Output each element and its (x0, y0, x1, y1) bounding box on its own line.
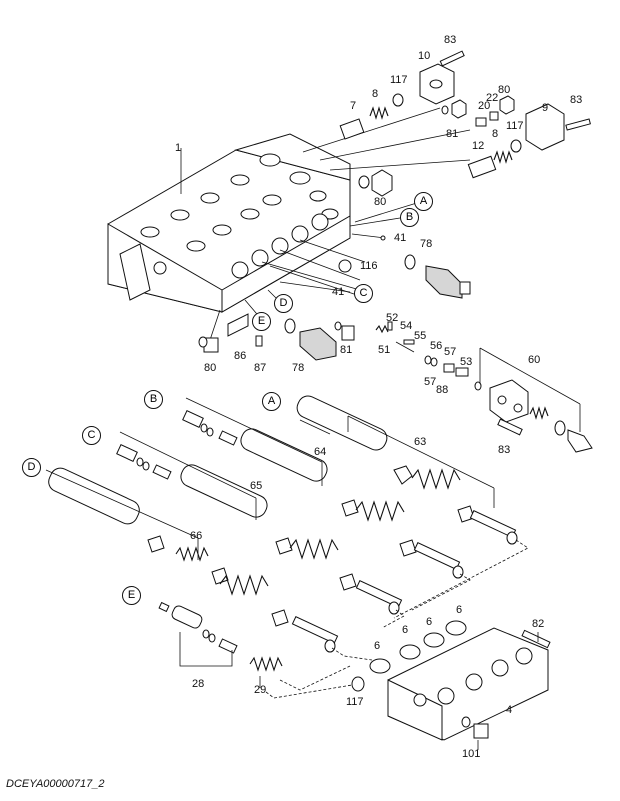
main-valve-housing (107, 133, 366, 313)
label-part-6-b: 6 (426, 616, 433, 628)
label-part-12: 12 (472, 140, 485, 152)
label-part-4: 4 (506, 704, 513, 716)
label-part-83-right: 83 (570, 94, 583, 106)
label-part-60: 60 (528, 354, 541, 366)
callout-e-lower: E (122, 586, 141, 605)
label-part-9: 9 (542, 102, 549, 114)
label-part-101: 101 (462, 748, 481, 760)
label-part-52: 52 (386, 312, 399, 324)
label-part-83-top: 83 (444, 34, 457, 46)
callout-a-lower: A (262, 392, 281, 411)
label-part-51: 51 (378, 344, 391, 356)
callout-c-lower: C (82, 426, 101, 445)
callout-b-upper: B (400, 208, 419, 227)
label-part-8-right: 8 (492, 128, 499, 140)
label-part-41-lower: 41 (332, 286, 345, 298)
label-part-116: 116 (360, 260, 378, 272)
label-part-20: 20 (478, 100, 491, 112)
label-part-10: 10 (418, 50, 431, 62)
label-part-81-lower: 81 (340, 344, 353, 356)
valve-60-assembly (474, 347, 593, 453)
spool-assembly-a (296, 395, 518, 545)
label-part-6-a: 6 (402, 624, 409, 636)
label-part-78-right: 78 (420, 238, 433, 250)
relief-valve-78-right (338, 235, 471, 299)
sleeve-assembly-e (158, 601, 283, 688)
label-part-27: 57 (444, 346, 457, 358)
callout-c-upper: C (354, 284, 373, 303)
top-parts (339, 50, 591, 197)
label-part-81-top: 81 (446, 128, 459, 140)
callout-d-lower: D (22, 458, 41, 477)
label-part-53: 53 (460, 356, 473, 368)
label-part-82: 82 (532, 618, 545, 630)
spool-assembly-b (182, 397, 464, 579)
drawing-code: DCEYA00000717_2 (6, 778, 105, 790)
label-part-83-lower: 83 (498, 444, 511, 456)
label-part-88: 88 (436, 384, 449, 396)
label-part-28: 28 (192, 678, 205, 690)
callout-b-lower: B (144, 390, 163, 409)
label-part-117-top: 117 (390, 74, 408, 86)
label-part-22: 22 (486, 92, 499, 104)
label-part-64: 64 (314, 446, 327, 458)
spool-assembly-d (45, 467, 339, 653)
callout-e-upper: E (252, 312, 271, 331)
label-part-6-c: 6 (456, 604, 463, 616)
label-part-57: 57 (424, 376, 437, 388)
label-part-55: 55 (414, 330, 427, 342)
label-part-66: 66 (190, 530, 203, 542)
label-part-41-upper: 41 (394, 232, 407, 244)
leader-lines (180, 107, 471, 341)
label-part-65: 65 (250, 480, 263, 492)
label-part-8-left: 8 (372, 88, 379, 100)
label-part-54: 54 (400, 320, 413, 332)
callout-d-upper: D (274, 294, 293, 313)
end-housing-4 (351, 620, 551, 750)
label-part-80-lower: 80 (204, 362, 217, 374)
callout-a-upper: A (414, 192, 433, 211)
label-part-117-lower: 117 (346, 696, 364, 708)
label-part-1: 1 (175, 142, 182, 154)
label-part-7: 7 (350, 100, 357, 112)
spool-assembly-c (116, 431, 403, 615)
dashed-guides (265, 539, 529, 699)
label-part-29: 29 (254, 684, 267, 696)
label-part-78-lower: 78 (292, 362, 305, 374)
label-part-117-right: 117 (506, 120, 524, 132)
label-part-87: 87 (254, 362, 267, 374)
small-relief-parts (375, 321, 469, 377)
lower-housing-parts (198, 313, 355, 361)
label-part-80-top: 80 (498, 84, 511, 96)
label-part-63: 63 (414, 436, 427, 448)
label-part-56: 56 (430, 340, 443, 352)
label-part-6-d: 6 (374, 640, 381, 652)
label-part-86: 86 (234, 350, 247, 362)
label-part-80-mid: 80 (374, 196, 387, 208)
